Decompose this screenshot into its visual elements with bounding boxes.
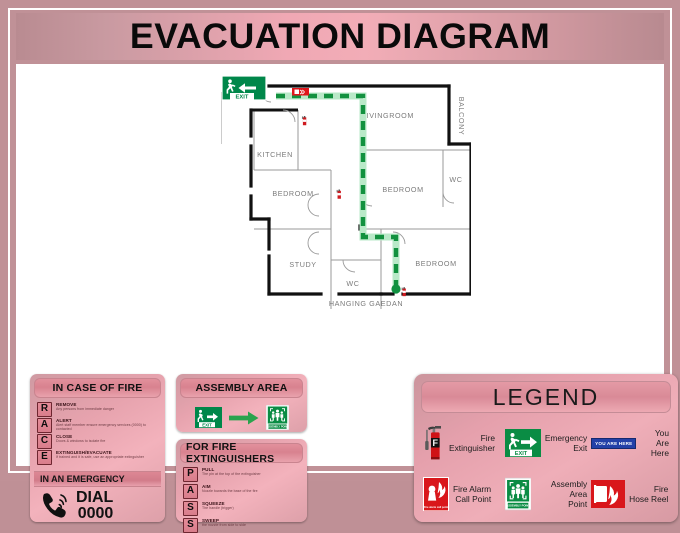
floor-plan: LIVINGROOM KITCHEN BEDROOM BEDROOM WC ST… [221, 74, 471, 309]
dial-number: 0000 [77, 505, 114, 522]
race-desc-extinguish: If trained and it is safe, use an approp… [56, 455, 145, 460]
emergency-exit-icon: EXIT [504, 429, 541, 458]
room-label-bedroom-2: BEDROOM [382, 185, 423, 194]
svg-text:F: F [433, 438, 439, 448]
poster-title-bar: EVACUATION DIAGRAM [16, 13, 664, 60]
legend-label-emergency-exit: Emergency Exit [544, 433, 588, 454]
race-letter-c: C [37, 434, 52, 449]
fire-hose-reel-marker [292, 88, 309, 96]
in-an-emergency-header: IN AN EMERGENCY [34, 471, 161, 487]
legend-item-you-are-here: YOU ARE HERE You Are Here [589, 418, 671, 469]
legend-label-fire-hose-reel: Fire Hose Reel [629, 483, 669, 504]
you-are-here-marker [391, 284, 401, 294]
legend-item-assembly-area-point: ASSEMBLY POINT Assembly Area Point [503, 469, 589, 520]
legend-item-fire-extinguisher: F Fire Extinguisher [421, 418, 503, 469]
you-are-here-icon: YOU ARE HERE [591, 437, 637, 449]
race-letter-e: E [37, 450, 52, 465]
pass-desc-pull: The pin at the top of the extinguisher [202, 472, 261, 477]
pass-title-pull: PULL [202, 467, 215, 472]
race-step-alert: A ALERT Alert staff member ensure emerge… [37, 418, 158, 433]
pass-letter-p: P [183, 467, 198, 482]
pass-desc-sweep: the nozzle from side to side [202, 523, 247, 528]
room-label-kitchen: KITCHEN [257, 150, 293, 159]
room-label-balcony: BALCONY [457, 97, 466, 136]
room-label-bedroom-3: BEDROOM [415, 259, 456, 268]
legend-item-fire-alarm-call-point: Fire alarm call point Fire Alarm Call Po… [421, 469, 503, 520]
dial-label: DIAL [76, 489, 114, 506]
race-desc-alert: Alert staff member ensure emergency serv… [56, 423, 146, 432]
telephone-icon [42, 493, 67, 518]
in-case-of-fire-panel: IN CASE OF FIRE R REMOVE Any persons fro… [30, 374, 165, 522]
evacuation-diagram-poster: EVACUATION DIAGRAM [8, 8, 678, 533]
race-step-extinguish: E EXTINGUISH/EVACUATE If trained and it … [37, 450, 158, 465]
race-title-alert: ALERT [56, 418, 72, 423]
pass-desc-squeeze: The handle (trigger) [202, 506, 234, 511]
pass-steps-list: P PULL The pin at the top of the extingu… [180, 463, 303, 533]
assembly-area-graphic: EXIT [180, 405, 303, 430]
race-letter-r: R [37, 402, 52, 417]
fire-alarm-sign-text: Fire alarm call point [424, 505, 449, 509]
pass-step-sweep: S SWEEP the nozzle from side to side [183, 518, 300, 533]
arrow-right-icon [228, 411, 258, 424]
race-title-extinguish: EXTINGUISH/EVACUATE [56, 450, 112, 455]
pass-letter-a: A [183, 484, 198, 499]
emergency-exit-sign: EXIT [221, 75, 267, 101]
fire-alarm-call-point-icon: Fire alarm call point [423, 476, 449, 511]
emergency-dial-block: DIAL 0000 [34, 487, 161, 523]
room-label-hanging-garden: HANGING GAEDAN [329, 299, 403, 308]
legend-label-assembly-area-point: Assembly Area Point [550, 478, 588, 509]
pass-desc-aim: Nozzle towards the base of the fire [202, 489, 258, 494]
assembly-area-point-icon: ASSEMBLY POINT [504, 477, 531, 510]
pass-step-pull: P PULL The pin at the top of the extingu… [183, 467, 300, 482]
race-step-remove: R REMOVE Any persons from immediate dang… [37, 402, 158, 417]
race-step-close: C CLOSE Doors & windows to isolate fire [37, 434, 158, 449]
fire-extinguisher-marker [301, 116, 307, 126]
race-steps-list: R REMOVE Any persons from immediate dang… [34, 398, 161, 465]
legend-item-fire-hose-reel: Fire Hose Reel [589, 469, 671, 520]
emergency-exit-icon: EXIT [194, 407, 222, 428]
fire-extinguisher-icon: F [425, 426, 441, 460]
pass-step-aim: A AIM Nozzle towards the base of the fir… [183, 484, 300, 499]
fire-extinguishers-header: FOR FIRE EXTINGUISHERS [180, 441, 303, 465]
pass-letter-s1: S [183, 501, 198, 516]
pass-step-squeeze: S SQUEEZE The handle (trigger) [183, 501, 300, 516]
room-label-livingroom: LIVINGROOM [362, 111, 414, 120]
room-label-study: STUDY [289, 260, 316, 269]
legend-panel: LEGEND F [414, 374, 678, 522]
race-desc-remove: Any persons from immediate danger [56, 407, 115, 412]
legend-item-emergency-exit: EXIT Emergency Exit [503, 418, 589, 469]
assembly-area-header: ASSEMBLY AREA [180, 378, 303, 398]
exit-sign-text: EXIT [236, 94, 249, 100]
legend-header: LEGEND [421, 381, 671, 413]
race-title-remove: REMOVE [56, 402, 77, 407]
legend-label-fire-alarm-call-point: Fire Alarm Call Point [453, 483, 492, 504]
room-label-wc-2: WC [346, 279, 359, 288]
legend-exit-sign-text: EXIT [515, 451, 528, 457]
assembly-point-sign-text: ASSEMBLY POINT [266, 426, 288, 429]
race-desc-close: Doors & windows to isolate fire [56, 439, 106, 444]
legend-label-fire-extinguisher: Fire Extinguisher [449, 433, 496, 454]
in-case-of-fire-header: IN CASE OF FIRE [34, 378, 161, 398]
assembly-area-panel: ASSEMBLY AREA EXIT [176, 374, 307, 432]
race-letter-a: A [37, 418, 52, 433]
fire-extinguisher-marker [336, 189, 341, 199]
main-canvas: LIVINGROOM KITCHEN BEDROOM BEDROOM WC ST… [16, 64, 678, 533]
fire-hose-reel-icon [591, 479, 626, 508]
evacuation-route-path [276, 93, 399, 289]
assembly-exit-sign-text: EXIT [202, 422, 212, 427]
legend-grid: F Fire Extinguisher [421, 418, 671, 519]
pass-letter-s2: S [183, 518, 198, 533]
legend-label-you-are-here: You Are Here [650, 428, 669, 459]
assembly-point-legend-sign-text: ASSEMBLY POINT [506, 503, 530, 507]
room-label-bedroom-1: BEDROOM [272, 189, 313, 198]
race-title-close: CLOSE [56, 434, 73, 439]
page-title: EVACUATION DIAGRAM [129, 17, 551, 56]
room-label-wc-1: WC [449, 175, 462, 184]
assembly-area-point-icon: ASSEMBLY POINT [265, 405, 289, 430]
